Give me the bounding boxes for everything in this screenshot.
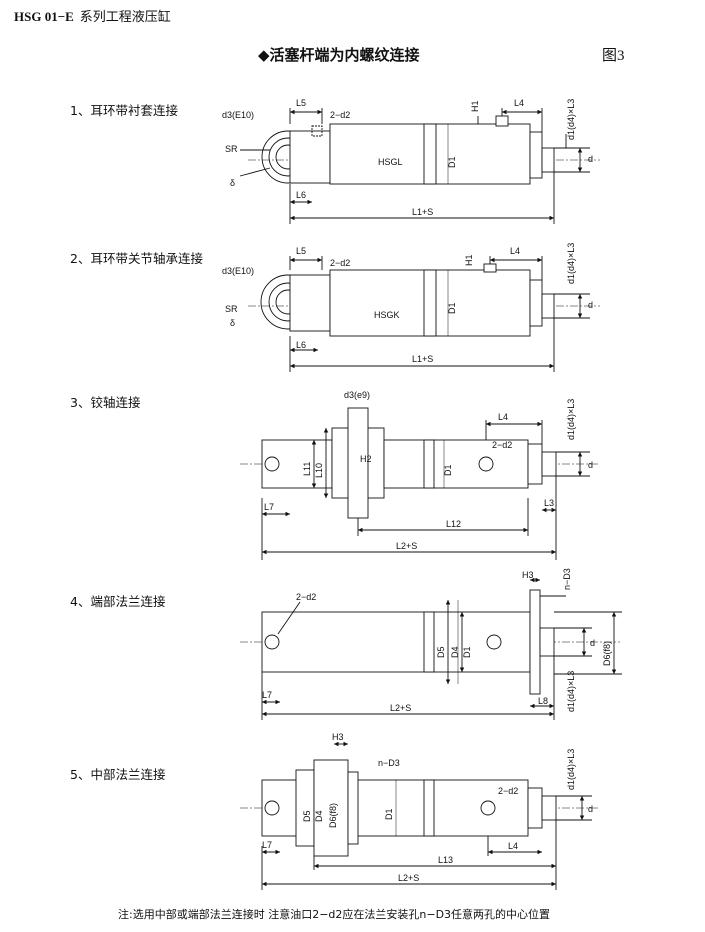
L12-label: L12 [446, 519, 461, 529]
n-D3-label-4: n−D3 [562, 568, 572, 590]
two-d2-label-5: 2−d2 [498, 786, 518, 796]
L7-label-3: L7 [264, 502, 274, 512]
SR-label: SR [225, 144, 238, 154]
d1-d4-L3-label-5: d1(d4)×L3 [566, 749, 576, 790]
L4-label: L4 [514, 98, 524, 108]
model-label-2: HSGK [374, 310, 400, 320]
drawing-3-labels: d3(e9) L4 2−d2 d1(d4)×L3 d L11 L10 H2 D1… [264, 390, 593, 551]
D1-label-3: D1 [443, 464, 453, 476]
SR-label-2: SR [225, 304, 238, 314]
L1-S-label-2: L1+S [412, 354, 433, 364]
two-d2-label-3: 2−d2 [492, 440, 512, 450]
d3-e10-label: d3(E10) [222, 110, 254, 120]
two-d2-label-4: 2−d2 [296, 592, 316, 602]
L10-label: L10 [314, 463, 324, 478]
drawing-1 [239, 108, 600, 224]
D6-f8-label-4: D6(f8) [602, 641, 612, 666]
L2-S-label-5: L2+S [398, 873, 419, 883]
header: HSG 01−E 系列工程液压缸 [14, 6, 171, 25]
D6-f8-label-5: D6(f8) [328, 803, 338, 828]
d1-d4-L3-label-2: d1(d4)×L3 [566, 243, 576, 284]
drawing-1-labels: d3(E10) L5 2−d2 L4 H1 d1(d4)×L3 d HSGL D… [222, 98, 593, 217]
d-label-3: d [588, 460, 593, 470]
L13-label: L13 [438, 855, 453, 865]
H2-label: H2 [360, 454, 372, 464]
d1-d4-L3-label: d1(d4)×L3 [566, 99, 576, 140]
footnote: 注:选用中部或端部法兰连接时 注意油口2−d2应在法兰安装孔n−D3任意两孔的中… [118, 908, 551, 921]
section-2-label: 2、耳环带关节轴承连接 [70, 251, 203, 266]
section-5-label: 5、中部法兰连接 [70, 767, 166, 782]
D1-label-5: D1 [384, 808, 394, 820]
D5-label-5: D5 [302, 810, 312, 822]
d3-e10-label-2: d3(E10) [222, 266, 254, 276]
L6-label: L6 [296, 190, 306, 200]
d-label-2: d [588, 300, 593, 310]
L8-label: L8 [538, 696, 548, 706]
section-1-label: 1、耳环带衬套连接 [70, 103, 178, 118]
D1-label-4: D1 [462, 646, 472, 658]
model-label-1: HSGL [378, 157, 403, 167]
H1-label: H1 [470, 100, 480, 112]
drawing-3 [240, 407, 600, 560]
L1-S-label: L1+S [412, 207, 433, 217]
D1-label: D1 [447, 156, 457, 168]
L11-label: L11 [302, 462, 312, 476]
L4-label-3: L4 [498, 412, 508, 422]
L7-label-4: L7 [262, 690, 272, 700]
D4-label-4: D4 [450, 646, 460, 658]
d-label-4: d [590, 638, 595, 648]
drawing-5 [240, 741, 600, 890]
D1-label-2: D1 [447, 302, 457, 314]
L5-label-2: L5 [296, 246, 306, 256]
d1-d4-L3-label-3: d1(d4)×L3 [566, 399, 576, 440]
page-title: ◆活塞杆端为内螺纹连接 [258, 46, 420, 64]
two-d2-label: 2−d2 [330, 110, 350, 120]
d-label-5: d [588, 804, 593, 814]
L7-label-5: L7 [262, 840, 272, 850]
section-4-label: 4、端部法兰连接 [70, 594, 166, 609]
H3-label-5: H3 [332, 732, 344, 742]
n-D3-label-5: n−D3 [378, 758, 400, 768]
L6-label-2: L6 [296, 340, 306, 350]
L4-label-2: L4 [510, 246, 520, 256]
d3-e9-label: d3(e9) [344, 390, 370, 400]
series-code: HSG 01−E [14, 9, 74, 24]
d1-d4-L3-label-4: d1(d4)×L3 [566, 671, 576, 712]
delta-label: δ [230, 178, 235, 188]
drawing-4 [240, 577, 622, 720]
drawing-4-labels: 2−d2 H3 n−D3 D5 D4 D1 D6(f8) d d1(d4)×L3… [262, 568, 612, 713]
two-d2-label-2: 2−d2 [330, 258, 350, 268]
L5-label: L5 [296, 98, 306, 108]
drawing-5-labels: H3 n−D3 2−d2 d1(d4)×L3 d D5 D4 D6(f8) D1… [262, 732, 593, 883]
L2-S-label-4: L2+S [390, 703, 411, 713]
L2-S-label-3: L2+S [396, 541, 417, 551]
section-3-label: 3、铰轴连接 [70, 395, 141, 410]
figure-label: 图3 [602, 48, 625, 64]
drawing-2 [248, 256, 600, 372]
H1-label-2: H1 [464, 254, 474, 266]
L4-label-5: L4 [508, 841, 518, 851]
L3-label: L3 [544, 498, 554, 508]
delta-label-2: δ [230, 318, 235, 328]
drawing-2-labels: d3(E10) L5 2−d2 L4 H1 d1(d4)×L3 d HSGK D… [222, 243, 593, 364]
H3-label-4: H3 [522, 570, 534, 580]
series-subtitle: 系列工程液压缸 [79, 10, 171, 25]
d-label: d [588, 154, 593, 164]
D4-label-5: D4 [314, 810, 324, 822]
D5-label-4: D5 [436, 646, 446, 658]
